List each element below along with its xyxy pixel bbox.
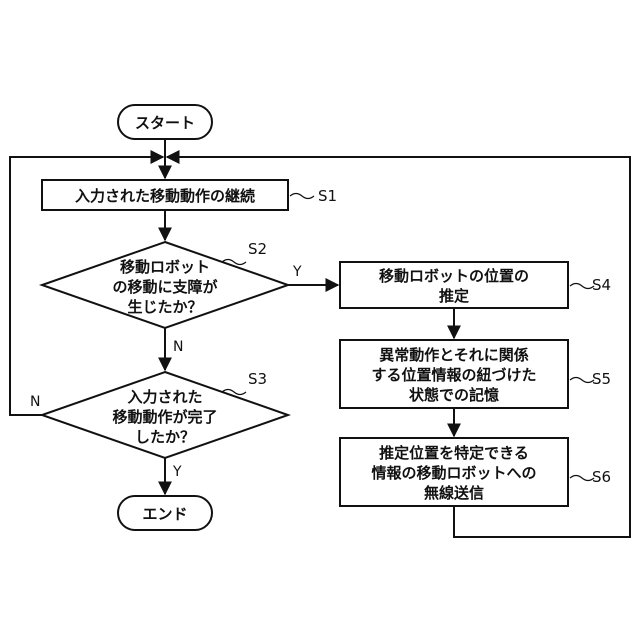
s1-text: 入力された移動動作の継続 [75, 187, 255, 205]
s2-step-label: S2 [248, 240, 267, 258]
s5-step-label: S5 [592, 370, 611, 388]
s3-no-label: N [30, 394, 40, 410]
s3-text-line-1: 入力された [127, 388, 202, 406]
s6-text-line-2: 情報の移動ロボットへの [371, 464, 536, 482]
s6-text-line-1: 推定位置を特定できる [379, 444, 529, 462]
s4-leader-line [570, 284, 594, 289]
s2-no-label: N [173, 339, 183, 355]
start-label: スタート [135, 114, 195, 132]
s1-leader-line [290, 194, 314, 199]
s3-text-line-3: したか？ [135, 428, 195, 446]
s2-text-line-2: の移動に支障が [112, 278, 218, 296]
s4-step-label: S4 [592, 276, 611, 294]
s4-text-line-1: 移動ロボットの位置の [379, 267, 529, 285]
s6-text-line-3: 無線送信 [424, 484, 484, 502]
s2-yes-label: Y [292, 264, 302, 280]
s6-step-label: S6 [592, 468, 611, 486]
s5-text-line-3: 状態での記憶 [409, 386, 499, 404]
s6-leader-line [570, 476, 594, 481]
s2-text-line-1: 移動ロボット [120, 258, 210, 276]
s4-text-line-2: 推定 [439, 287, 469, 305]
s3-text-line-2: 移動動作が完了 [112, 408, 217, 426]
s3-yes-label: Y [172, 464, 182, 480]
end-label: エンド [142, 505, 187, 523]
s2-text-line-3: 生じたか？ [127, 298, 202, 316]
s3-step-label: S3 [248, 370, 267, 388]
s1-step-label: S1 [318, 187, 337, 205]
s5-text-line-2: する位置情報の紐づけた [371, 366, 536, 384]
s5-leader-line [570, 378, 594, 383]
s5-text-line-1: 異常動作とそれに関係 [379, 346, 529, 364]
